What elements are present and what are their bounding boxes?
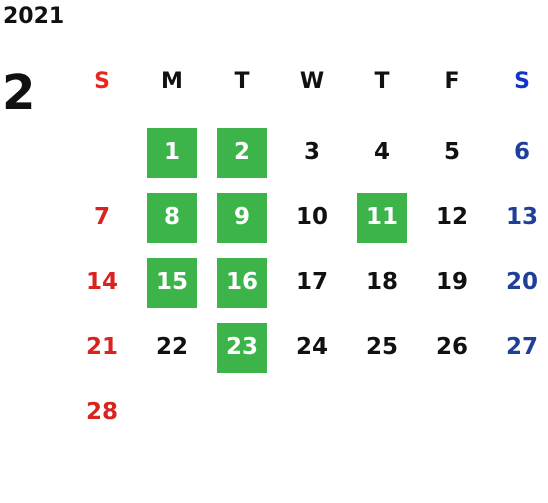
date-number[interactable]: 22: [155, 334, 188, 360]
calendar-cell[interactable]: 6: [487, 120, 548, 185]
date-number[interactable]: 14: [85, 269, 118, 295]
date-number[interactable]: 6: [513, 139, 530, 165]
date-number[interactable]: 27: [505, 334, 538, 360]
highlighted-date[interactable]: 9: [217, 192, 267, 243]
calendar-cell[interactable]: 16: [207, 250, 277, 315]
calendar-cell[interactable]: 19: [417, 250, 487, 315]
date-number[interactable]: 18: [365, 269, 398, 295]
date-number[interactable]: 12: [435, 204, 468, 230]
calendar-cell[interactable]: 3: [277, 120, 347, 185]
date-number[interactable]: 7: [93, 204, 110, 230]
calendar-cell[interactable]: 28: [67, 380, 137, 445]
calendar-cell[interactable]: 24: [277, 315, 347, 380]
month-number: 2: [2, 65, 36, 121]
highlighted-date[interactable]: 2: [217, 127, 267, 178]
calendar-cell[interactable]: 14: [67, 250, 137, 315]
highlighted-date[interactable]: 11: [357, 192, 407, 243]
date-number[interactable]: 5: [443, 139, 460, 165]
date-number[interactable]: 10: [295, 204, 328, 230]
weekday-header: F: [444, 68, 460, 94]
calendar-cell[interactable]: 13: [487, 185, 548, 250]
weekday-header: M: [161, 68, 183, 94]
highlighted-date[interactable]: 15: [147, 257, 197, 308]
calendar-cell[interactable]: 7: [67, 185, 137, 250]
calendar-cell[interactable]: 15: [137, 250, 207, 315]
date-number[interactable]: 17: [295, 269, 328, 295]
calendar-cell[interactable]: 5: [417, 120, 487, 185]
empty-cell: [67, 120, 137, 185]
date-number[interactable]: 28: [85, 399, 118, 425]
weekday-header: W: [299, 68, 325, 94]
calendar-cell[interactable]: 4: [347, 120, 417, 185]
calendar-cell[interactable]: 23: [207, 315, 277, 380]
calendar-cell[interactable]: 27: [487, 315, 548, 380]
calendar-cell[interactable]: 8: [137, 185, 207, 250]
calendar-cell[interactable]: 20: [487, 250, 548, 315]
date-number[interactable]: 19: [435, 269, 468, 295]
calendar-cell[interactable]: 12: [417, 185, 487, 250]
calendar-cell[interactable]: 26: [417, 315, 487, 380]
weekday-header: T: [374, 68, 390, 94]
calendar-cell[interactable]: 17: [277, 250, 347, 315]
highlighted-date[interactable]: 8: [147, 192, 197, 243]
date-number[interactable]: 24: [295, 334, 328, 360]
weekday-header: S: [94, 68, 110, 94]
calendar-cell[interactable]: 21: [67, 315, 137, 380]
date-number[interactable]: 3: [303, 139, 320, 165]
calendar-cell[interactable]: 1: [137, 120, 207, 185]
weekday-header: T: [234, 68, 250, 94]
date-number[interactable]: 13: [505, 204, 538, 230]
calendar-cell[interactable]: 25: [347, 315, 417, 380]
highlighted-date[interactable]: 16: [217, 257, 267, 308]
highlighted-date[interactable]: 1: [147, 127, 197, 178]
calendar-cell[interactable]: 22: [137, 315, 207, 380]
date-number[interactable]: 21: [85, 334, 118, 360]
weekday-header: S: [514, 68, 530, 94]
calendar-cell[interactable]: 11: [347, 185, 417, 250]
date-number[interactable]: 4: [373, 139, 390, 165]
date-number[interactable]: 26: [435, 334, 468, 360]
calendar-cell[interactable]: 18: [347, 250, 417, 315]
calendar-cell[interactable]: 10: [277, 185, 347, 250]
year-label: 2021: [3, 4, 65, 29]
calendar-cell[interactable]: 2: [207, 120, 277, 185]
date-number[interactable]: 25: [365, 334, 398, 360]
date-number[interactable]: 20: [505, 269, 538, 295]
calendar-cell[interactable]: 9: [207, 185, 277, 250]
highlighted-date[interactable]: 23: [217, 322, 267, 373]
